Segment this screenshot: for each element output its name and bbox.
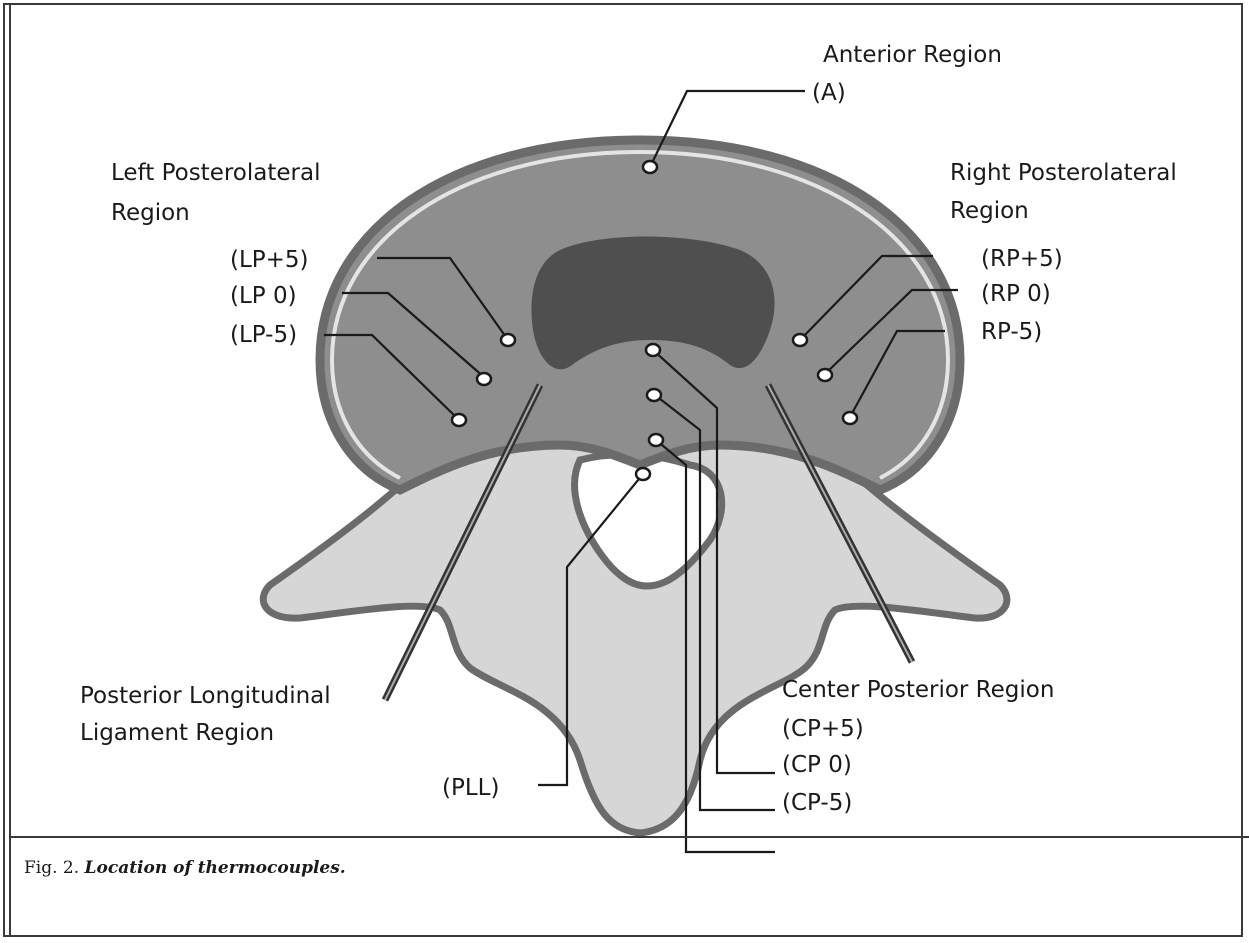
point-cp-minus5 bbox=[649, 434, 663, 446]
caption-text: Location of thermocouples. bbox=[85, 858, 346, 878]
label-rp-plus5: (RP+5) bbox=[981, 246, 1063, 272]
label-lp-0: (LP 0) bbox=[230, 283, 297, 309]
point-cp-0 bbox=[647, 389, 661, 401]
label-lp-minus5: (LP-5) bbox=[230, 322, 297, 348]
label-lp-plus5: (LP+5) bbox=[230, 247, 309, 273]
point-rp-plus5 bbox=[793, 334, 807, 346]
label-anterior-title: Anterior Region bbox=[823, 42, 1002, 68]
point-lp-0 bbox=[477, 373, 491, 385]
label-pll-code: (PLL) bbox=[442, 775, 499, 801]
point-pll bbox=[636, 468, 650, 480]
point-cp-plus5 bbox=[646, 344, 660, 356]
label-rp-minus5: RP-5) bbox=[981, 319, 1042, 345]
label-right-title-2: Region bbox=[950, 198, 1029, 224]
label-right-title-1: Right Posterolateral bbox=[950, 160, 1177, 186]
label-center-title: Center Posterior Region bbox=[782, 677, 1054, 703]
label-left-title-1: Left Posterolateral bbox=[111, 160, 320, 186]
point-a bbox=[643, 161, 657, 173]
label-left-title-2: Region bbox=[111, 200, 190, 226]
label-rp-0: (RP 0) bbox=[981, 281, 1051, 307]
label-pll-title-2: Ligament Region bbox=[80, 720, 274, 746]
label-anterior-code: (A) bbox=[812, 80, 846, 106]
point-lp-minus5 bbox=[452, 414, 466, 426]
label-pll-title-1: Posterior Longitudinal bbox=[80, 683, 331, 709]
label-cp-plus5: (CP+5) bbox=[782, 716, 864, 742]
label-cp-minus5: (CP-5) bbox=[782, 790, 852, 816]
point-rp-minus5 bbox=[843, 412, 857, 424]
caption-divider bbox=[9, 836, 1249, 838]
caption-prefix: Fig. 2. bbox=[24, 858, 85, 878]
point-lp-plus5 bbox=[501, 334, 515, 346]
point-rp-0 bbox=[818, 369, 832, 381]
label-cp-0: (CP 0) bbox=[782, 752, 852, 778]
figure-caption: Fig. 2. Location of thermocouples. bbox=[24, 858, 346, 878]
